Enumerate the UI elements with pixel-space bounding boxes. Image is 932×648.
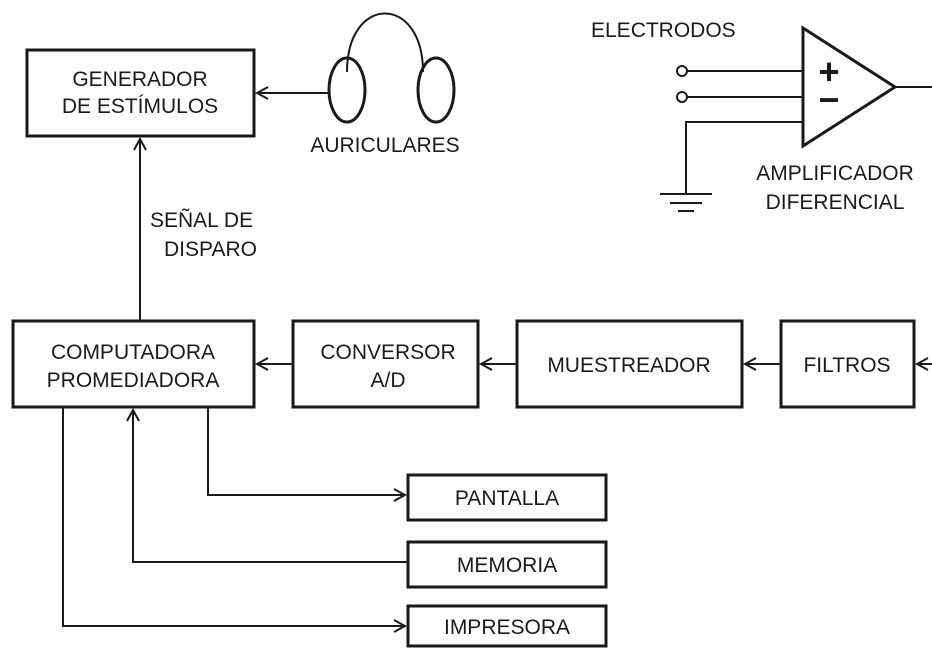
screen-label: PANTALLA [455, 487, 559, 510]
memory-label: MEMORIA [457, 554, 557, 577]
amplifier-label-line1: AMPLIFICADOR [756, 162, 914, 185]
trigger-label-line1: SEÑAL DE [150, 208, 253, 232]
filters-label: FILTROS [803, 354, 890, 377]
amplifier-label-line2: DIFERENCIAL [766, 191, 905, 214]
generator-block: GENERADOR DE ESTÍMULOS [25, 48, 256, 138]
generator-label-line2: DE ESTÍMULOS [62, 95, 218, 118]
computer-block: COMPUTADORA PROMEDIADORA [11, 319, 256, 409]
computer-label-line2: PROMEDIADORA [47, 369, 220, 392]
ground-wire [685, 121, 803, 194]
arrow-computer-to-screen [207, 407, 405, 495]
electrode-terminal-1 [676, 65, 688, 77]
headphones-icon [327, 12, 456, 124]
amplifier-triangle-icon [801, 25, 898, 149]
sampler-block: MUESTREADOR [515, 319, 744, 409]
filters-block: FILTROS [779, 319, 916, 409]
trigger-label-line2: DISPARO [164, 238, 257, 261]
arrow-memory-to-computer [133, 410, 408, 563]
converter-block: CONVERSOR A/D [291, 319, 480, 409]
computer-label-line1: COMPUTADORA [51, 341, 215, 364]
electrode-terminal-2 [676, 91, 688, 103]
amplifier-minus-sign: − [818, 79, 839, 120]
amplifier-plus-sign: + [818, 51, 839, 92]
electrodes-label: ELECTRODOS [591, 19, 736, 42]
generator-label-line1: GENERADOR [72, 68, 207, 91]
memory-block: MEMORIA [406, 540, 608, 589]
converter-label-line2: A/D [370, 369, 405, 392]
ground-icon [660, 193, 712, 212]
screen-block: PANTALLA [406, 473, 608, 522]
printer-label: IMPRESORA [444, 616, 570, 639]
sampler-label: MUESTREADOR [547, 354, 710, 377]
headphones-label: AURICULARES [310, 134, 459, 157]
converter-label-line1: CONVERSOR [320, 341, 455, 364]
printer-block: IMPRESORA [406, 604, 608, 648]
arrow-computer-to-printer [62, 407, 405, 626]
